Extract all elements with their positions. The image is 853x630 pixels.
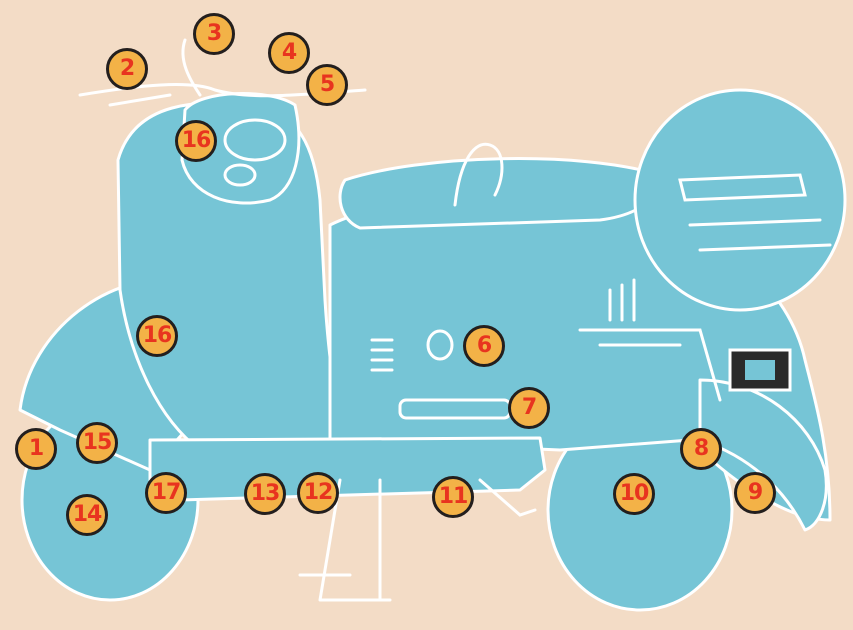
part-marker-1[interactable]: 1 xyxy=(15,428,57,470)
part-marker-9[interactable]: 9 xyxy=(734,472,776,514)
part-marker-5[interactable]: 5 xyxy=(306,64,348,106)
part-marker-2[interactable]: 2 xyxy=(106,48,148,90)
spare-wheel xyxy=(635,90,845,310)
part-marker-15[interactable]: 15 xyxy=(76,422,118,464)
part-marker-17[interactable]: 17 xyxy=(145,472,187,514)
part-marker-6[interactable]: 6 xyxy=(463,325,505,367)
part-marker-11[interactable]: 11 xyxy=(432,476,474,518)
part-marker-13[interactable]: 13 xyxy=(244,473,286,515)
part-marker-3[interactable]: 3 xyxy=(193,13,235,55)
part-marker-4[interactable]: 4 xyxy=(268,32,310,74)
part-marker-12[interactable]: 12 xyxy=(297,472,339,514)
floorboard xyxy=(150,438,545,500)
part-marker-8[interactable]: 8 xyxy=(680,428,722,470)
part-marker-16-legshield[interactable]: 16 xyxy=(136,315,178,357)
part-marker-10[interactable]: 10 xyxy=(613,473,655,515)
seat xyxy=(340,159,661,228)
part-marker-16-headset[interactable]: 16 xyxy=(175,120,217,162)
part-marker-7[interactable]: 7 xyxy=(508,387,550,429)
part-marker-14[interactable]: 14 xyxy=(66,494,108,536)
